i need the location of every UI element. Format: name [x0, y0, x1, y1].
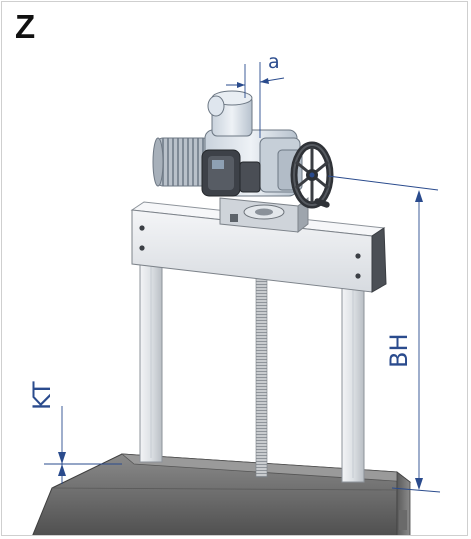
dimension-kt-label: KT — [28, 381, 56, 410]
panel-label: Z — [15, 8, 36, 45]
dimension-kt: KT — [28, 381, 122, 484]
dimension-a-label: a — [268, 51, 280, 73]
dimension-bh: BH — [327, 175, 441, 493]
motor-cooling-fins — [156, 137, 210, 187]
frame-post-right — [341, 259, 365, 483]
dimension-a: a — [226, 51, 285, 138]
actuator-icon — [152, 90, 303, 197]
frame-post-left — [139, 259, 163, 463]
dimension-bh-label: BH — [385, 333, 413, 368]
handwheel-icon — [290, 141, 334, 209]
